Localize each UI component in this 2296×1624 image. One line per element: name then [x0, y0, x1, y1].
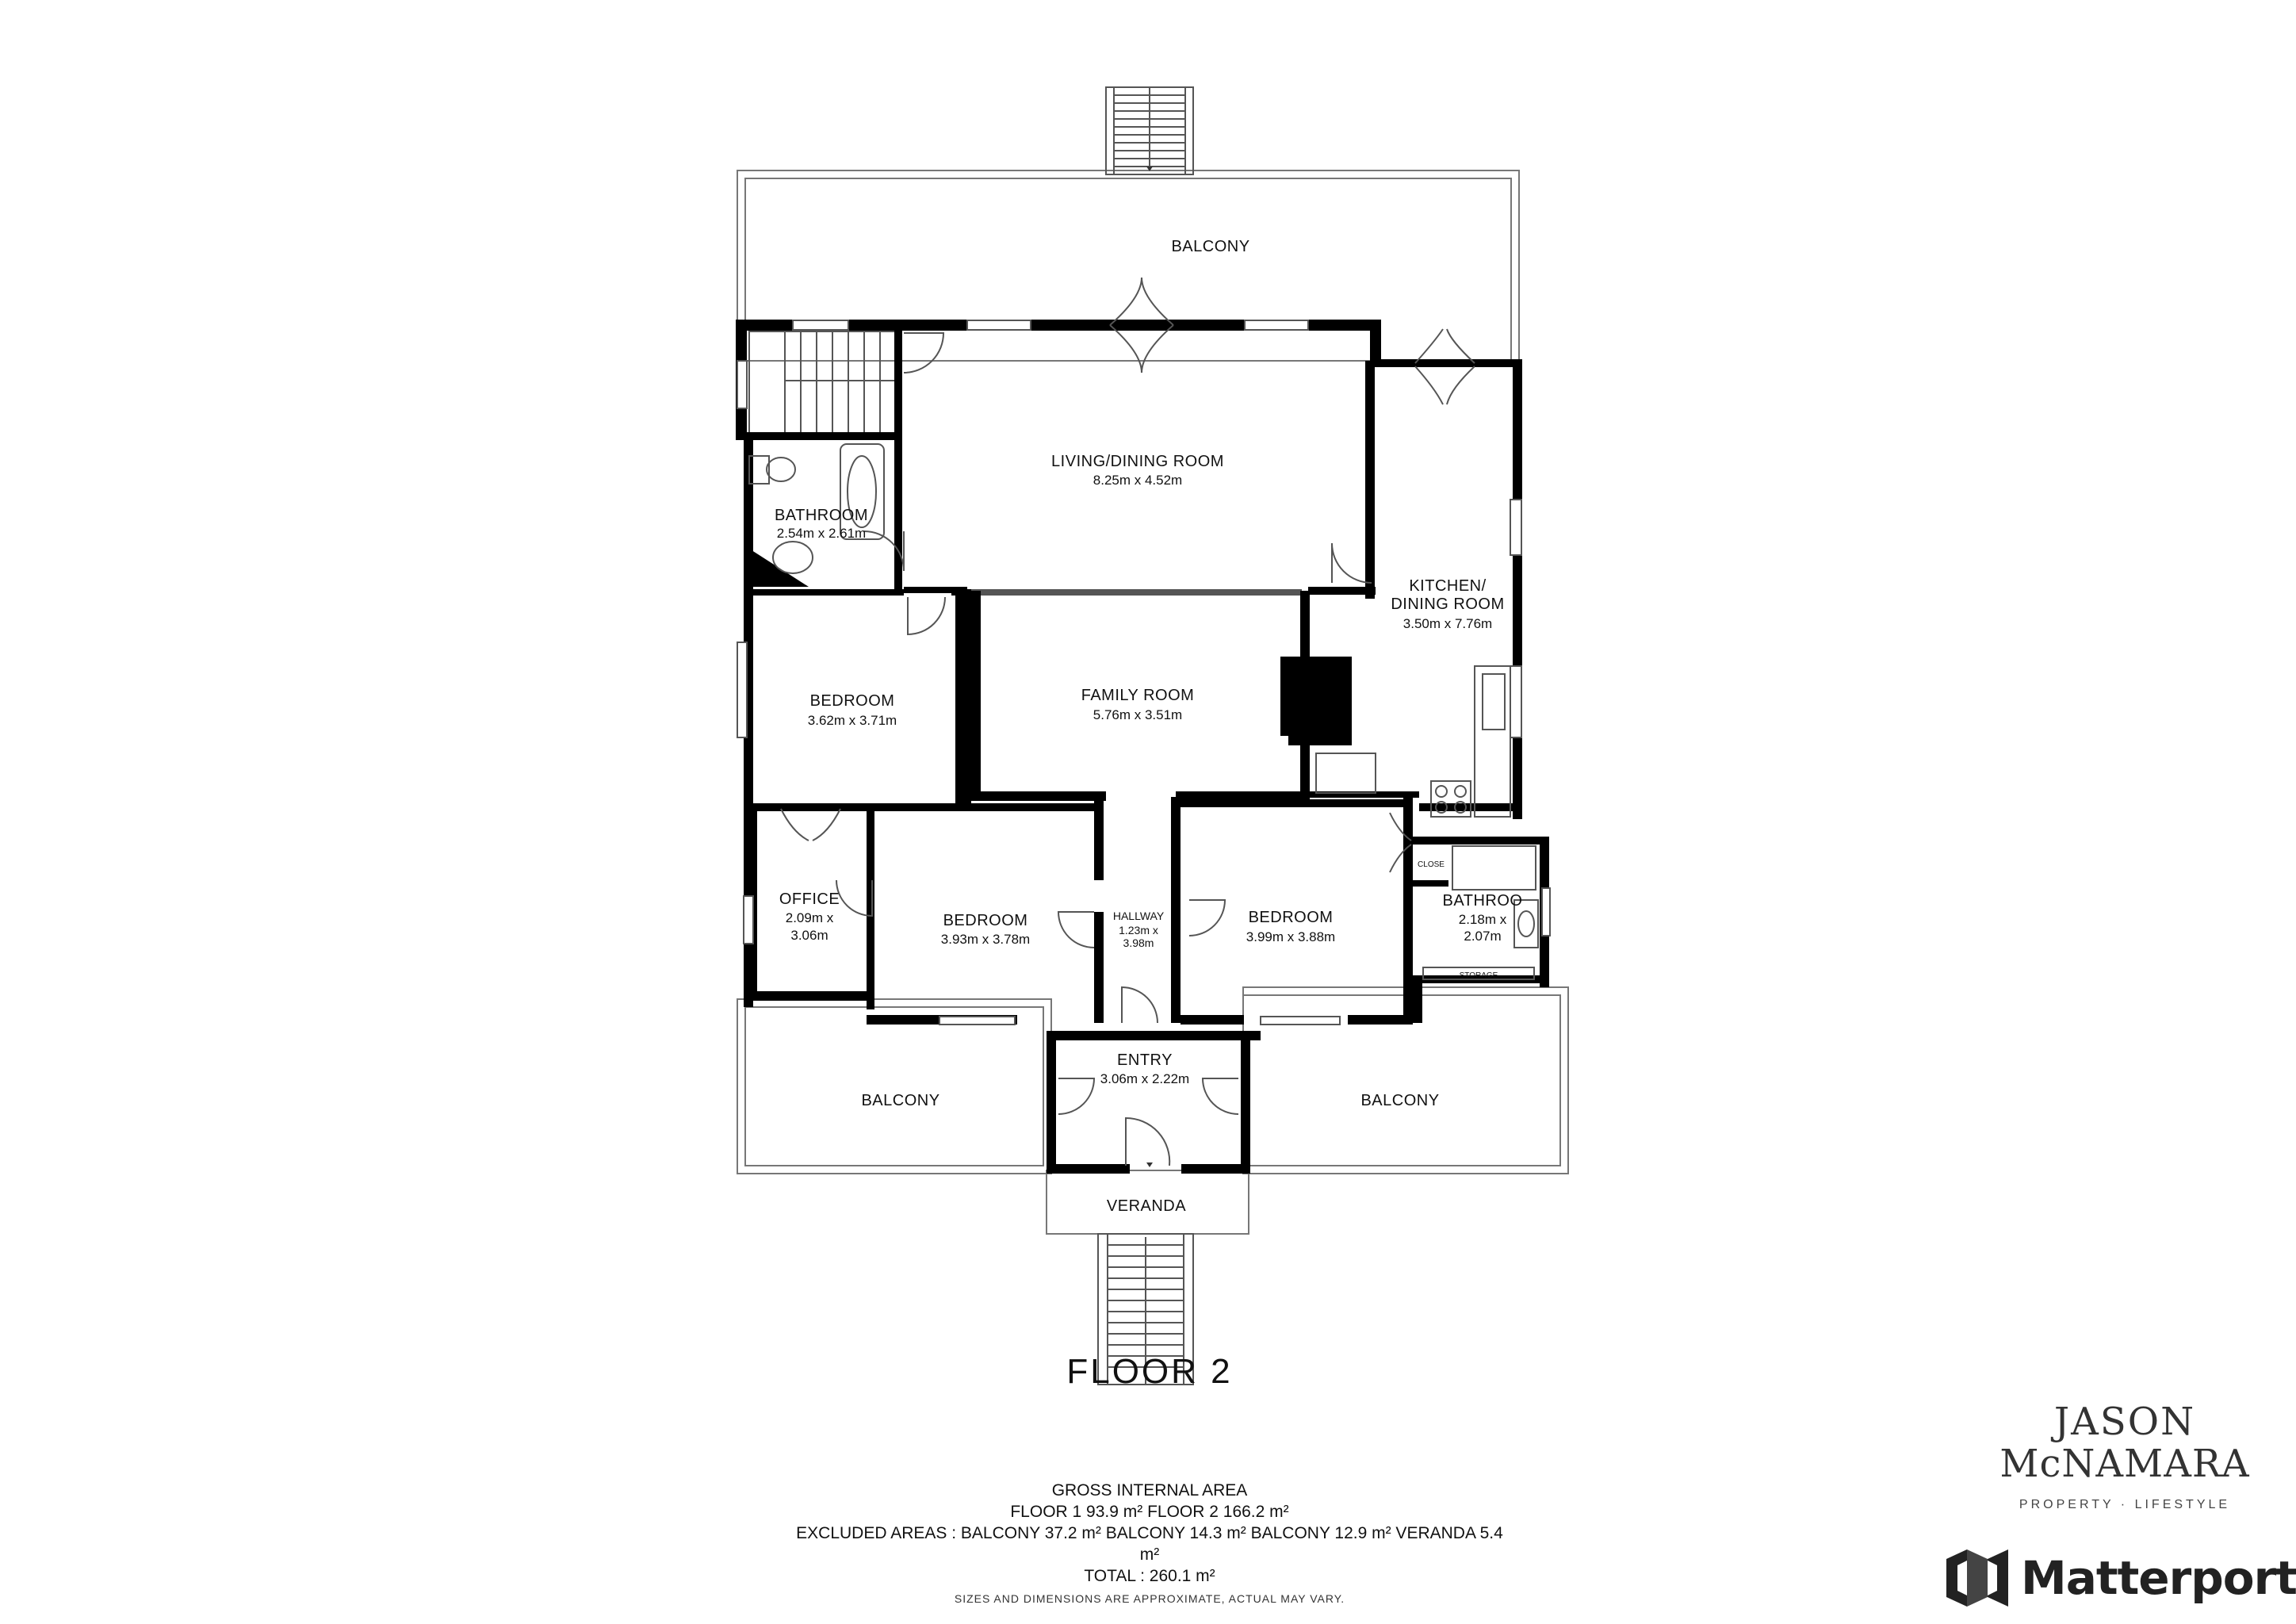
fixtures: [748, 443, 1539, 980]
label-balcony-left: BALCONY: [861, 1092, 939, 1109]
disclaimer: SIZES AND DIMENSIONS ARE APPROXIMATE, AC…: [954, 1592, 1345, 1605]
label-balcony-right: BALCONY: [1360, 1092, 1439, 1109]
label-bedroom-nw: BEDROOM: [810, 692, 895, 710]
label-kitchen-2: DINING ROOM: [1391, 596, 1504, 613]
stairs-bottom: [1097, 1233, 1194, 1385]
wall-markers: [1146, 167, 1153, 1167]
label-office: OFFICE: [779, 891, 840, 908]
french-doors: [780, 277, 1475, 873]
label-living: LIVING/DINING ROOM: [1051, 453, 1224, 470]
label-bathroom-right-dims-1: 2.18m x: [1459, 912, 1507, 927]
agency-name-line1: JASON: [2053, 1400, 2196, 1444]
area-summary: GROSS INTERNAL AREA FLOOR 1 93.9 m² FLOO…: [674, 1480, 1625, 1610]
label-bedroom-nw-dims: 3.62m x 3.71m: [808, 713, 897, 728]
label-storage: STORAGE: [1460, 971, 1498, 980]
doors: [836, 332, 1372, 1166]
storage-cupboard: [1422, 967, 1535, 980]
pantry: [1315, 753, 1376, 794]
label-closet: CLOSE: [1418, 860, 1445, 869]
agency-tagline: PROPERTY · LIFESTYLE: [2019, 1498, 2231, 1511]
balcony-left-inner: [744, 1006, 1044, 1166]
label-bedroom-mid-dims: 3.93m x 3.78m: [941, 932, 1030, 947]
label-family-dims: 5.76m x 3.51m: [1093, 707, 1182, 722]
label-bathroom-right: BATHROO: [1443, 892, 1523, 910]
floor-title: FLOOR 2: [1066, 1352, 1233, 1391]
label-bathroom-right-dims-2: 2.07m: [1464, 929, 1501, 944]
kitchen-sink: [1482, 673, 1506, 730]
toilet-left: [748, 455, 770, 485]
matterport-wordmark: Matterport: [2021, 1551, 2296, 1605]
matterport-icon: [1946, 1549, 2008, 1607]
area-heading: GROSS INTERNAL AREA: [1051, 1481, 1248, 1500]
label-veranda: VERANDA: [1107, 1197, 1186, 1215]
shower: [1452, 845, 1536, 891]
bathtub: [840, 443, 885, 540]
label-entry: ENTRY: [1117, 1051, 1173, 1069]
label-hallway-dims-2: 3.98m: [1123, 936, 1154, 949]
sink-left: [772, 541, 813, 574]
label-bathroom-left: BATHROOM: [775, 507, 868, 524]
walls: [736, 320, 1549, 1174]
matterport-logo: Matterport: [1946, 1546, 2296, 1610]
agency-logo: JASON McNAMARA PROPERTY · LIFESTYLE: [1998, 1400, 2252, 1512]
label-office-dims-1: 2.09m x: [786, 910, 834, 925]
label-hallway-dims-1: 1.23m x: [1119, 924, 1158, 936]
agency-name-line2: McNAMARA: [1999, 1442, 2250, 1486]
label-bathroom-left-dims: 2.54m x 2.61m: [777, 526, 866, 541]
label-bedroom-e-dims: 3.99m x 3.88m: [1246, 929, 1335, 944]
label-balcony-top: BALCONY: [1171, 238, 1249, 255]
label-living-dims: 8.25m x 4.52m: [1093, 473, 1182, 488]
area-excluded: EXCLUDED AREAS : BALCONY 37.2 m² BALCONY…: [796, 1524, 1503, 1542]
area-floors: FLOOR 1 93.9 m² FLOOR 2 166.2 m²: [1010, 1503, 1289, 1521]
label-family: FAMILY ROOM: [1081, 687, 1195, 704]
label-hallway: HALLWAY: [1113, 910, 1165, 922]
label-kitchen-1: KITCHEN/: [1409, 577, 1486, 595]
label-office-dims-2: 3.06m: [790, 928, 828, 943]
label-bedroom-mid: BEDROOM: [943, 912, 1028, 929]
label-entry-dims: 3.06m x 2.22m: [1100, 1071, 1189, 1086]
stairs-interior: [748, 331, 897, 435]
vanity-right: [1513, 899, 1539, 948]
area-excluded-unit: m²: [1139, 1545, 1160, 1564]
kitchen-counter: [1474, 665, 1511, 818]
windows: [737, 320, 1551, 1025]
room-labels: BALCONY LIVING/DINING ROOM 8.25m x 4.52m…: [775, 238, 1523, 1215]
area-total: TOTAL : 260.1 m²: [1084, 1567, 1215, 1585]
label-bedroom-e: BEDROOM: [1249, 909, 1334, 926]
cooktop: [1430, 780, 1471, 818]
label-kitchen-dims: 3.50m x 7.76m: [1403, 616, 1492, 631]
balcony-top-inner: [744, 178, 1512, 362]
stairs-top: [1105, 86, 1194, 175]
